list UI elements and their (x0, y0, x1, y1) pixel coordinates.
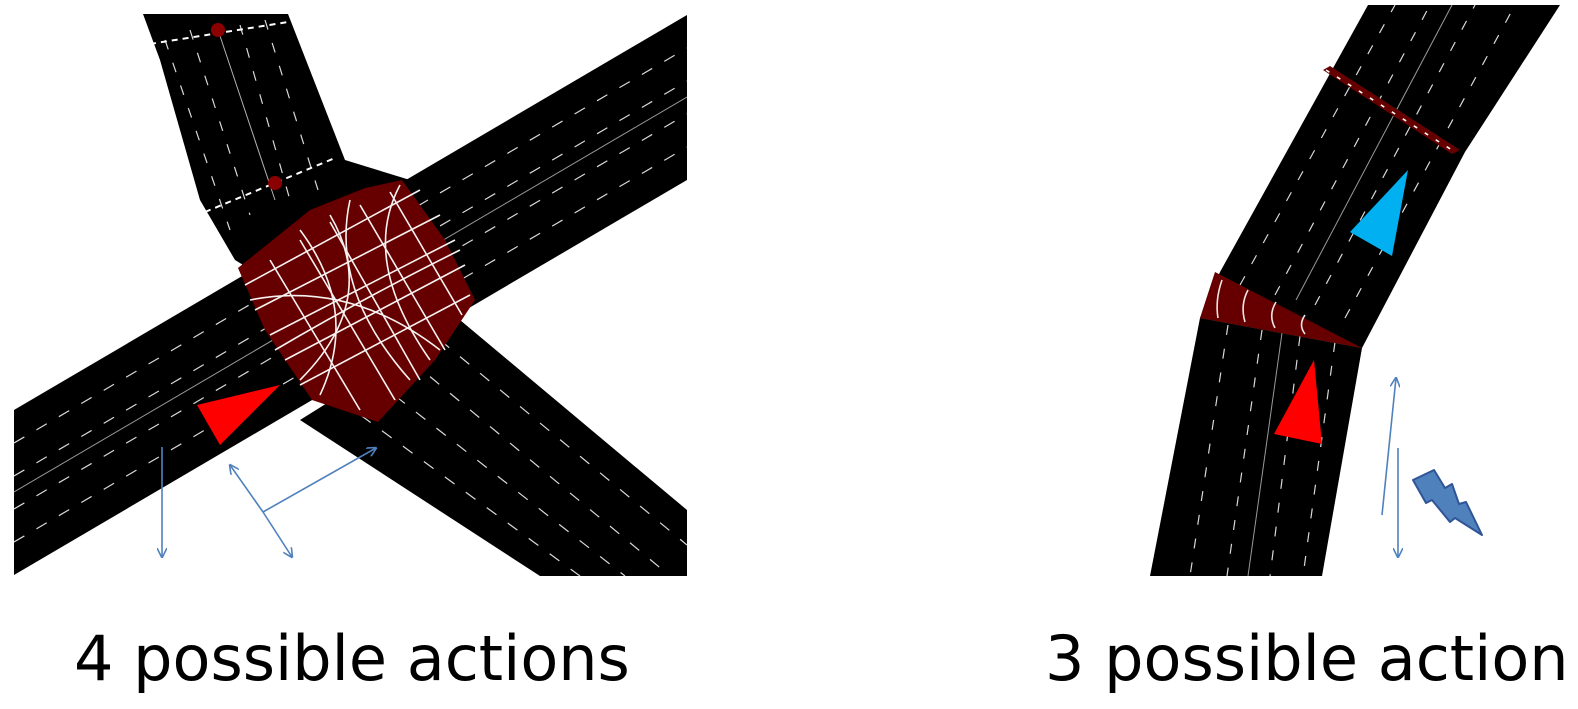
intersection-panel (14, 14, 687, 576)
other-vehicle-triangle (1350, 170, 1408, 256)
upper-road-segment (1200, 5, 1560, 348)
right-caption: 3 possible action (1045, 622, 1569, 695)
left-caption: 4 possible actions (74, 622, 630, 695)
action-arrow (1381, 378, 1396, 516)
lower-road-segment (1150, 318, 1362, 576)
action-arrows (1381, 378, 1398, 557)
road-panel (1150, 4, 1560, 576)
junction-area (238, 180, 475, 422)
traffic-light-dot (211, 23, 225, 37)
junction-wedge (1200, 272, 1362, 348)
traffic-light-dot (268, 176, 282, 190)
ego-vehicle-triangle (1274, 360, 1322, 444)
lightning-icon (1412, 469, 1483, 536)
stop-strip (1323, 66, 1460, 154)
action-arrows (162, 447, 376, 557)
action-arrow (262, 448, 376, 513)
action-arrow (230, 465, 264, 513)
action-arrow (262, 511, 292, 557)
ego-vehicle-triangle (197, 385, 280, 445)
